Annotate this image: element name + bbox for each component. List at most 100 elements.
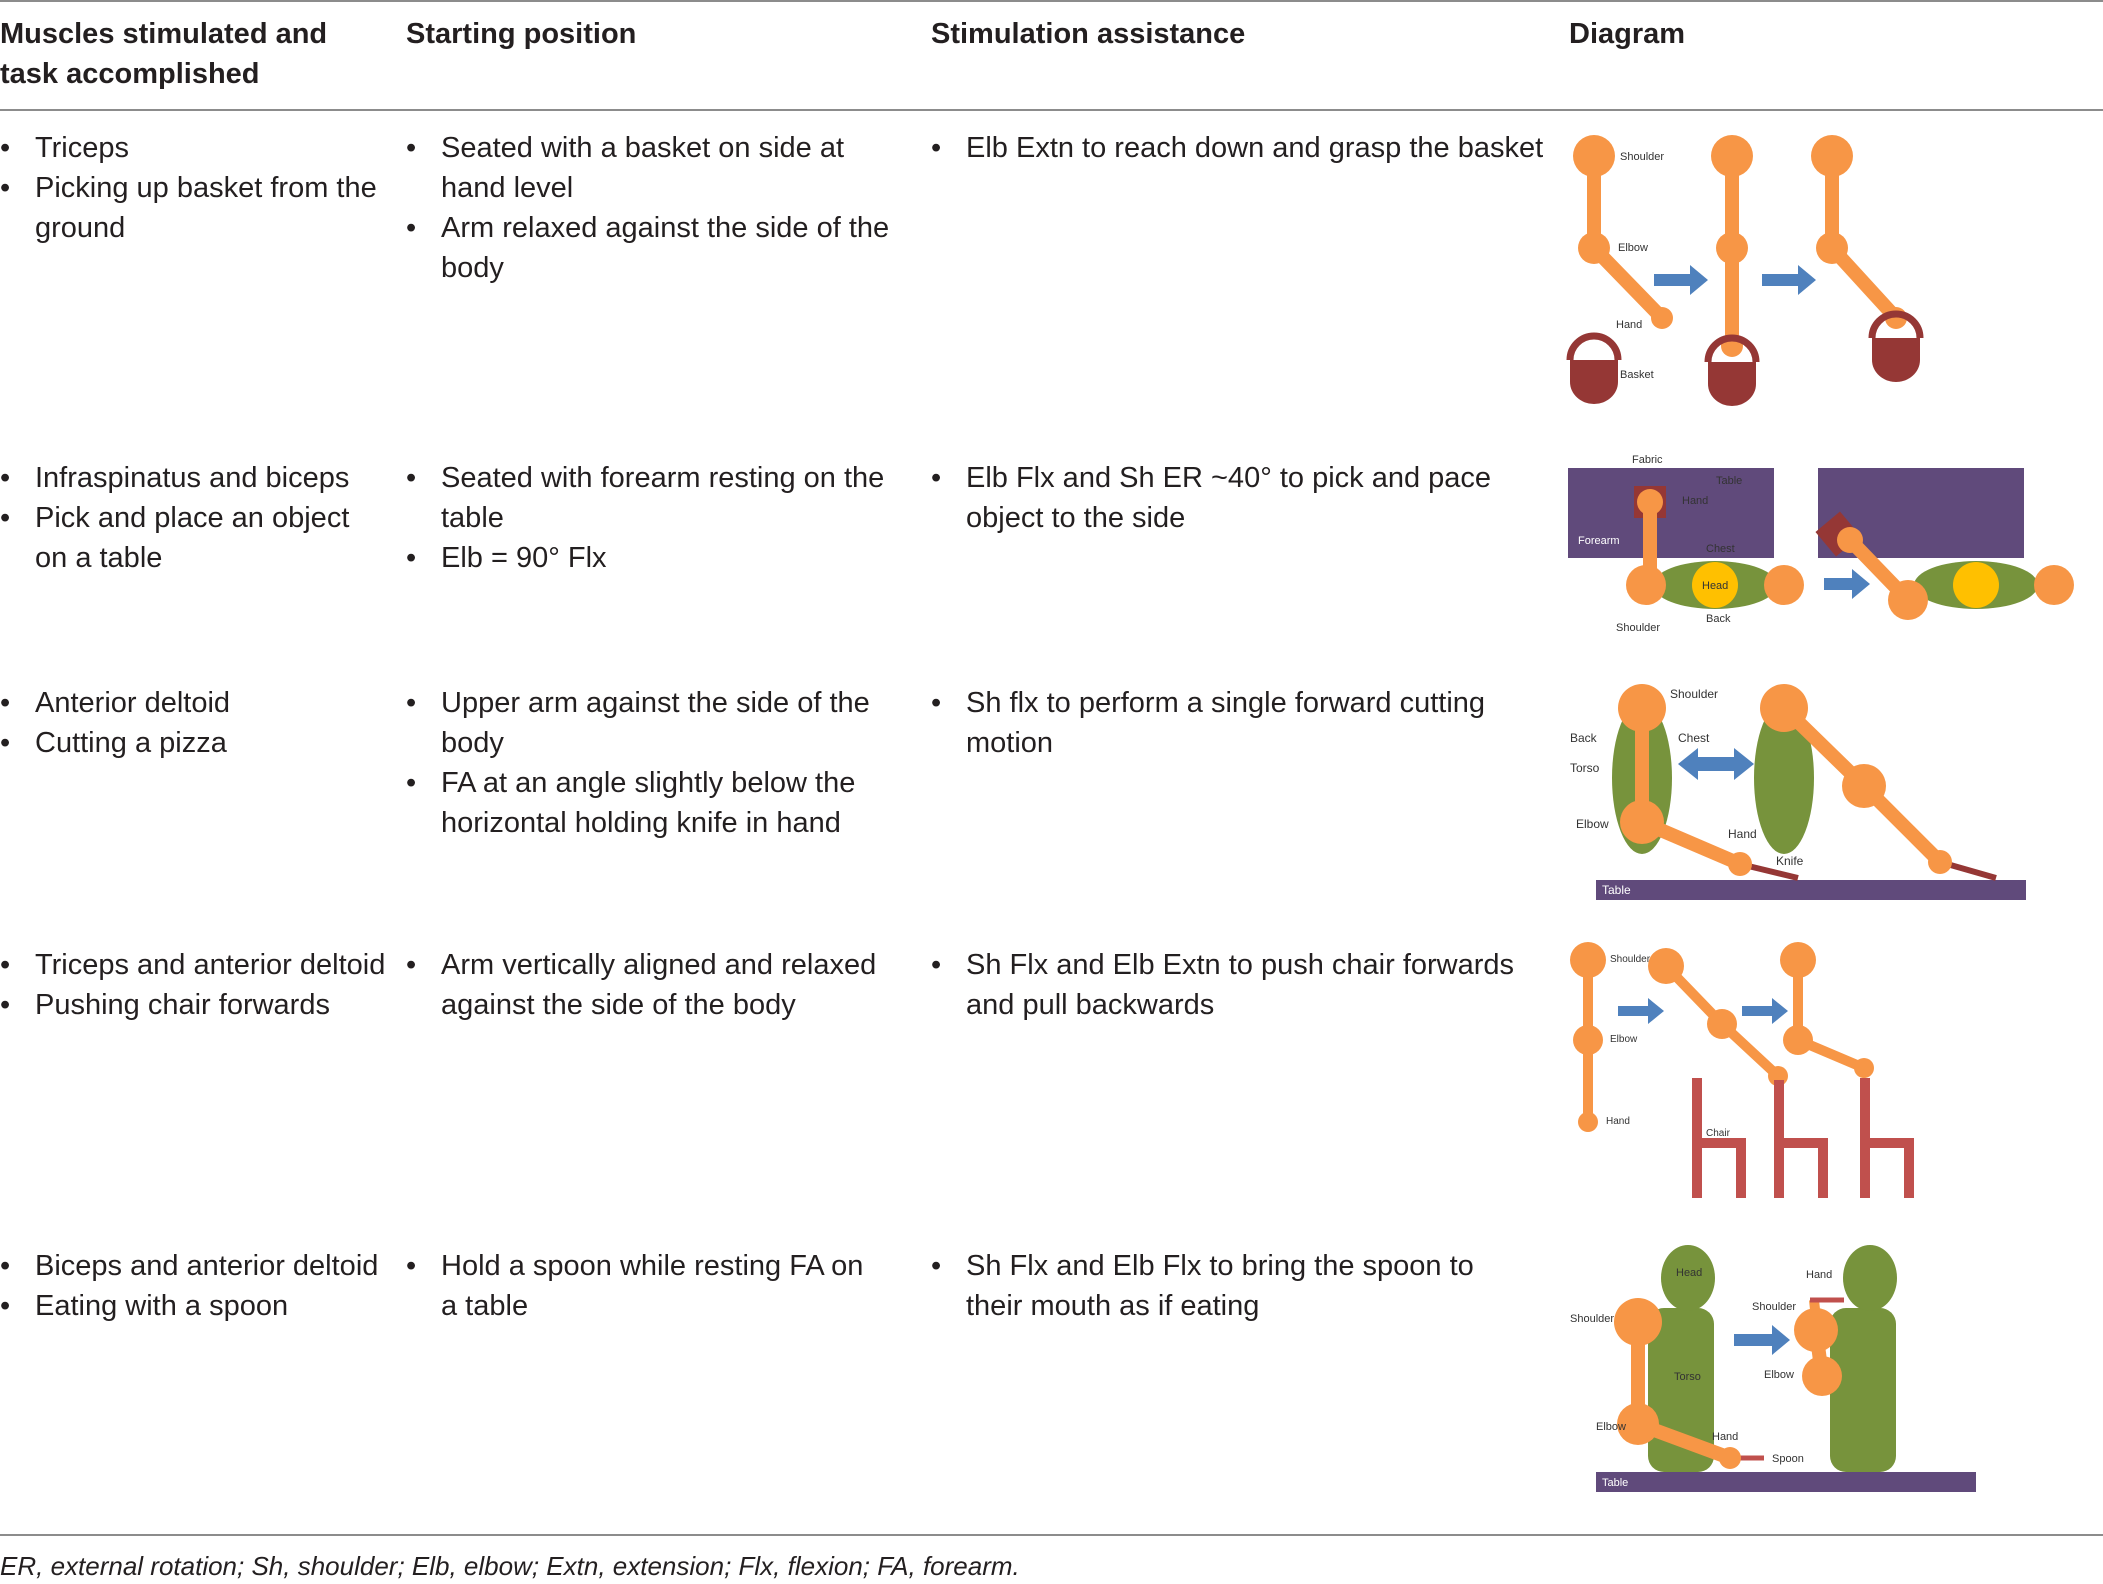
arm-figure-2 bbox=[1648, 948, 1788, 1086]
arrow-right-icon bbox=[1762, 265, 1816, 295]
list-item: FA at an angle slightly below the horizo… bbox=[406, 763, 906, 843]
label-shoulder: Shoulder bbox=[1620, 151, 1664, 163]
table-bar bbox=[1596, 880, 2026, 900]
label-table: Table bbox=[1602, 883, 1631, 897]
arrow-right-icon bbox=[1654, 265, 1708, 295]
row-5-muscles: Biceps and anterior deltoidEating with a… bbox=[0, 1246, 390, 1326]
row-4-assistance: Sh Flx and Elb Extn to push chair forwar… bbox=[931, 945, 1531, 1025]
chair-3 bbox=[1860, 1078, 1914, 1198]
list-item: Anterior deltoid bbox=[0, 683, 380, 723]
label-head: Head bbox=[1702, 580, 1728, 592]
list-item: Arm vertically aligned and relaxed again… bbox=[406, 945, 906, 1025]
list-item: Seated with a basket on side at hand lev… bbox=[406, 128, 906, 208]
label-hand: Hand bbox=[1606, 1116, 1630, 1127]
list-item: Elb Extn to reach down and grasp the bas… bbox=[931, 128, 1561, 168]
table-left bbox=[1568, 468, 1774, 558]
row-4-muscles: Triceps and anterior deltoidPushing chai… bbox=[0, 945, 390, 1025]
label-chest: Chest bbox=[1706, 543, 1735, 555]
label-elbow: Elbow bbox=[1618, 242, 1648, 254]
list-item: Upper arm against the side of the body bbox=[406, 683, 906, 763]
label-hand: Hand bbox=[1806, 1269, 1832, 1281]
header-muscles: Muscles stimulated and task accomplished bbox=[0, 18, 328, 90]
list-item: Triceps and anterior deltoid bbox=[0, 945, 390, 985]
arrow-right-icon bbox=[1734, 1325, 1790, 1355]
list-item: Biceps and anterior deltoid bbox=[0, 1246, 390, 1286]
arm-figure-3 bbox=[1811, 135, 1924, 382]
figure-left bbox=[1614, 1245, 1764, 1472]
label-elbow: Elbow bbox=[1610, 1034, 1638, 1045]
label-table: Table bbox=[1602, 1477, 1628, 1489]
bottom-rule bbox=[0, 1534, 2103, 1536]
row-1-assistance: Elb Extn to reach down and grasp the bas… bbox=[931, 128, 1561, 168]
label-hand-left: Hand bbox=[1712, 1431, 1738, 1443]
header-starting-position: Starting position bbox=[406, 18, 637, 50]
top-rule bbox=[0, 0, 2103, 2]
label-shoulder: Shoulder bbox=[1610, 954, 1651, 965]
torso-right bbox=[1754, 702, 1814, 854]
list-item: Infraspinatus and biceps bbox=[0, 458, 380, 498]
chair-2 bbox=[1774, 1080, 1828, 1198]
label-chair: Chair bbox=[1706, 1128, 1731, 1139]
header-stimulation-assistance: Stimulation assistance bbox=[931, 18, 1246, 50]
list-item: Seated with forearm resting on the table bbox=[406, 458, 906, 538]
arrow-double-icon bbox=[1678, 748, 1754, 780]
label-table: Table bbox=[1716, 475, 1742, 487]
row-2-muscles: Infraspinatus and bicepsPick and place a… bbox=[0, 458, 380, 578]
label-shoulder: Shoulder bbox=[1670, 687, 1718, 701]
label-elbow: Elbow bbox=[1576, 817, 1609, 831]
row-2-assistance: Elb Flx and Sh ER ~40° to pick and pace … bbox=[931, 458, 1531, 538]
row-3-muscles: Anterior deltoidCutting a pizza bbox=[0, 683, 380, 763]
label-hand: Hand bbox=[1682, 495, 1708, 507]
diagram-spoon: Head Hand Shoulder Shoulder Torso Elbow … bbox=[1570, 1245, 1976, 1492]
list-item: Hold a spoon while resting FA on a table bbox=[406, 1246, 886, 1326]
list-item: Arm relaxed against the side of the body bbox=[406, 208, 906, 288]
label-forearm: Forearm bbox=[1578, 535, 1620, 547]
label-torso: Torso bbox=[1674, 1371, 1701, 1383]
list-item: Sh Flx and Elb Extn to push chair forwar… bbox=[931, 945, 1531, 1025]
row-1-muscles: TricepsPicking up basket from the ground bbox=[0, 128, 380, 248]
header-diagram: Diagram bbox=[1569, 18, 1686, 50]
label-shoulder-right: Shoulder bbox=[1752, 1301, 1796, 1313]
arrow-right-icon bbox=[1618, 998, 1664, 1024]
header-rule bbox=[0, 109, 2103, 111]
label-elbow-right: Elbow bbox=[1764, 1369, 1794, 1381]
arm-figure-1 bbox=[1570, 942, 1606, 1132]
chair-1 bbox=[1692, 1078, 1746, 1198]
list-item: Elb = 90° Flx bbox=[406, 538, 906, 578]
figure-left bbox=[1626, 486, 1804, 609]
list-item: Picking up basket from the ground bbox=[0, 168, 380, 248]
list-item: Pushing chair forwards bbox=[0, 985, 390, 1025]
diagram-chair: Shoulder Elbow Hand Chair bbox=[1570, 942, 1914, 1198]
label-hand: Hand bbox=[1728, 827, 1757, 841]
table-footnote: ER, external rotation; Sh, shoulder; Elb… bbox=[0, 1551, 1020, 1581]
row-1-starting: Seated with a basket on side at hand lev… bbox=[406, 128, 906, 288]
row-4-starting: Arm vertically aligned and relaxed again… bbox=[406, 945, 906, 1025]
row-3-starting: Upper arm against the side of the bodyFA… bbox=[406, 683, 906, 843]
row-5-starting: Hold a spoon while resting FA on a table bbox=[406, 1246, 886, 1326]
diagram-pick-place: Fabric Table Hand Forearm Chest Head Bac… bbox=[1568, 454, 2074, 634]
arrow-right-icon bbox=[1824, 569, 1870, 599]
list-item: Triceps bbox=[0, 128, 380, 168]
label-hand: Hand bbox=[1616, 319, 1642, 331]
list-item: Eating with a spoon bbox=[0, 1286, 390, 1326]
label-head: Head bbox=[1676, 1267, 1702, 1279]
diagram-basket: Shoulder Elbow Hand Basket bbox=[1566, 135, 1924, 406]
list-item: Elb Flx and Sh ER ~40° to pick and pace … bbox=[931, 458, 1531, 538]
label-knife: Knife bbox=[1776, 854, 1804, 868]
list-item: Pick and place an object on a table bbox=[0, 498, 380, 578]
row-2-starting: Seated with forearm resting on the table… bbox=[406, 458, 906, 578]
figure-right bbox=[1794, 1245, 1897, 1472]
label-spoon: Spoon bbox=[1772, 1453, 1804, 1465]
arm-figure-3 bbox=[1780, 942, 1874, 1078]
label-basket: Basket bbox=[1620, 369, 1654, 381]
arm-figure-2 bbox=[1704, 135, 1760, 406]
list-item: Sh Flx and Elb Flx to bring the spoon to… bbox=[931, 1246, 1531, 1326]
diagram-cutting: Shoulder Back Chest Torso Elbow Hand Kni… bbox=[1570, 684, 2026, 900]
label-torso: Torso bbox=[1570, 761, 1600, 775]
arrow-right-icon bbox=[1742, 998, 1788, 1024]
label-back: Back bbox=[1570, 731, 1598, 745]
label-elbow: Elbow bbox=[1596, 1421, 1626, 1433]
label-fabric: Fabric bbox=[1632, 454, 1663, 466]
list-item: Sh flx to perform a single forward cutti… bbox=[931, 683, 1511, 763]
arm-right bbox=[1760, 684, 1997, 881]
